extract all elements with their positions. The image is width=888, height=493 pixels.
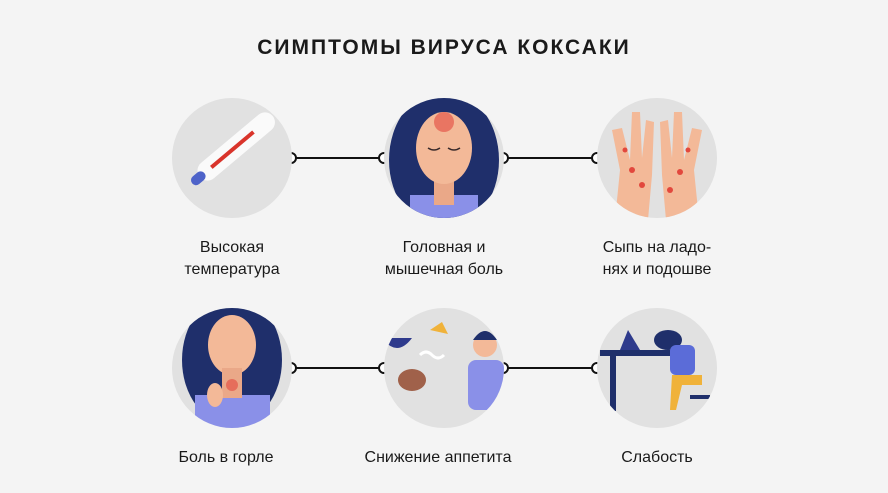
label-line: Сыпь на ладо- bbox=[602, 239, 712, 256]
label-line: мышечная боль bbox=[384, 261, 504, 278]
thermometer-icon bbox=[172, 98, 292, 218]
label-line: Головная и bbox=[402, 239, 486, 256]
label-line: температура bbox=[184, 261, 280, 278]
label-line: Высокая bbox=[199, 239, 265, 256]
page-title: СИМПТОМЫ ВИРУСА КОКСАКИ bbox=[257, 36, 631, 59]
rash-hands-icon bbox=[597, 98, 717, 218]
symptom-label-headache: Головная и мышечная боль bbox=[344, 237, 544, 281]
label-line: нях и подошве bbox=[602, 261, 712, 278]
symptom-label-appetite: Снижение аппетита bbox=[364, 449, 512, 466]
headache-icon bbox=[384, 98, 504, 218]
appetite-loss-icon bbox=[384, 308, 504, 428]
symptom-label-sore-throat: Боль в горле bbox=[178, 449, 274, 466]
symptom-label-rash: Сыпь на ладо-нях и подошве bbox=[557, 237, 757, 281]
symptom-label-fever: Высокая температура bbox=[132, 237, 332, 281]
weakness-icon bbox=[597, 308, 717, 428]
sore-throat-icon bbox=[172, 308, 292, 428]
symptom-label-weakness: Слабость bbox=[621, 449, 693, 466]
